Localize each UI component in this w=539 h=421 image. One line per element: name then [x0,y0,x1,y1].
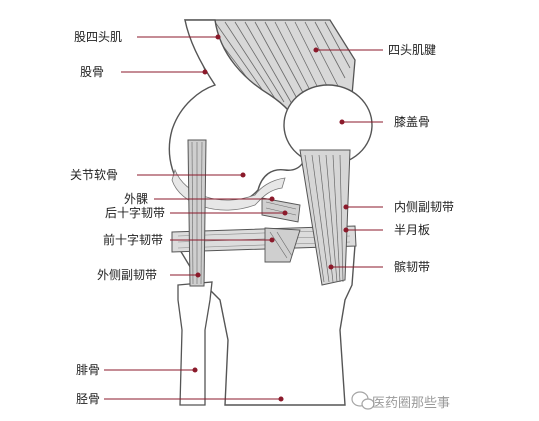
label-lcl: 外侧副韧带 [97,268,158,282]
label-patellar-ligament: 髌韧带 [394,260,431,274]
label-tibia: 胫骨 [76,392,101,406]
label-fibula: 腓骨 [76,363,101,377]
label-pcl: 后十字韧带 [105,206,166,220]
label-acl: 前十字韧带 [103,233,164,247]
label-quadriceps-tendon: 四头肌腱 [388,43,437,57]
patellar-ligament [299,149,351,286]
tibia-bone [178,244,356,406]
cruciate-ligaments [261,197,301,263]
watermark-text: 医药圈那些事 [372,396,451,411]
pointer-lines-left [104,34,288,402]
label-lateral-meniscus: 外髁 [124,192,149,206]
label-articular-cartilage: 关节软骨 [70,168,119,182]
label-meniscus: 半月板 [394,223,431,237]
label-patella: 膝盖骨 [394,115,431,129]
watermark-logo-icon [351,391,375,410]
fibula-bone [177,281,213,406]
label-mcl: 内侧副韧带 [394,200,455,214]
pointer-lines-right [313,47,383,270]
label-femur: 股骨 [80,65,105,79]
label-quadriceps: 股四头肌 [74,30,123,44]
